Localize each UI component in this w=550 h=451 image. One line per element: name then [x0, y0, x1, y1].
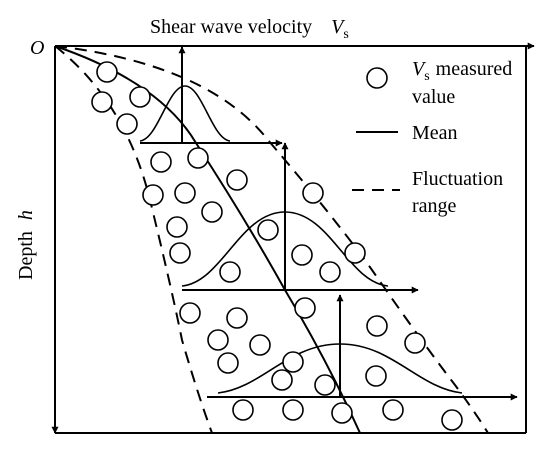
measured-point — [314, 374, 336, 396]
measured-point — [219, 261, 241, 283]
measured-point — [96, 61, 118, 83]
measured-point — [441, 409, 463, 431]
measured-point — [232, 399, 254, 421]
distribution-3-curve — [217, 343, 463, 394]
measured-point — [201, 201, 223, 223]
measured-point — [331, 402, 353, 424]
distribution-1-curve — [139, 85, 231, 142]
measured-point — [366, 315, 388, 337]
title-subscript: s — [343, 27, 348, 42]
y-axis-label: Depth h — [15, 210, 37, 280]
y-axis-label-text: Depth — [15, 231, 37, 280]
measured-point — [150, 151, 172, 173]
chart-title: Shear wave velocity Vs — [150, 16, 349, 42]
distribution-2-curve — [181, 211, 389, 287]
y-axis-label-symbol: h — [15, 210, 37, 220]
legend-fluctuation-label-line2: range — [412, 195, 457, 217]
legend-point-symbol — [366, 67, 388, 89]
measured-point — [129, 86, 151, 108]
legend-fluctuation-label: Fluctuation — [412, 168, 503, 190]
measured-point — [249, 334, 271, 356]
legend: Vs measured value Mean Fluctuation range — [352, 58, 512, 217]
measured-point — [91, 91, 113, 113]
measured-point — [271, 369, 293, 391]
fluctuation-upper-bound — [54, 45, 489, 434]
measured-point — [207, 329, 229, 351]
distribution-2 — [181, 142, 419, 294]
fluctuation-lower-bound — [54, 45, 213, 434]
measured-point — [217, 352, 239, 374]
origin-label: O — [30, 37, 44, 59]
measured-point — [226, 307, 248, 329]
legend-points-symbol: V — [412, 58, 427, 80]
measured-point — [382, 399, 404, 421]
title-symbol: V — [331, 16, 346, 38]
legend-points-label: Vs measured — [412, 58, 512, 84]
measured-point — [179, 302, 201, 324]
measured-point — [226, 169, 248, 191]
measured-point — [294, 297, 316, 319]
measured-point — [166, 216, 188, 238]
measured-point — [365, 365, 387, 387]
measured-point — [257, 219, 279, 241]
measured-point — [187, 147, 209, 169]
title-text: Shear wave velocity — [150, 16, 312, 38]
measured-point — [282, 351, 304, 373]
legend-points-label-line2: value — [412, 86, 455, 108]
measured-point — [302, 182, 324, 204]
legend-points-subscript: s — [424, 69, 429, 84]
measured-points — [91, 61, 463, 431]
legend-mean-label: Mean — [412, 122, 458, 144]
distribution-1 — [139, 46, 283, 147]
measured-point — [282, 399, 304, 421]
distribution-3 — [207, 294, 518, 401]
measured-point — [116, 113, 138, 135]
measured-point — [319, 261, 341, 283]
measured-point — [142, 184, 164, 206]
measured-point — [344, 242, 366, 264]
measured-point — [291, 244, 313, 266]
legend-points-line1: measured — [436, 58, 513, 80]
measured-point — [169, 242, 191, 264]
measured-point — [404, 332, 426, 354]
measured-point — [174, 182, 196, 204]
